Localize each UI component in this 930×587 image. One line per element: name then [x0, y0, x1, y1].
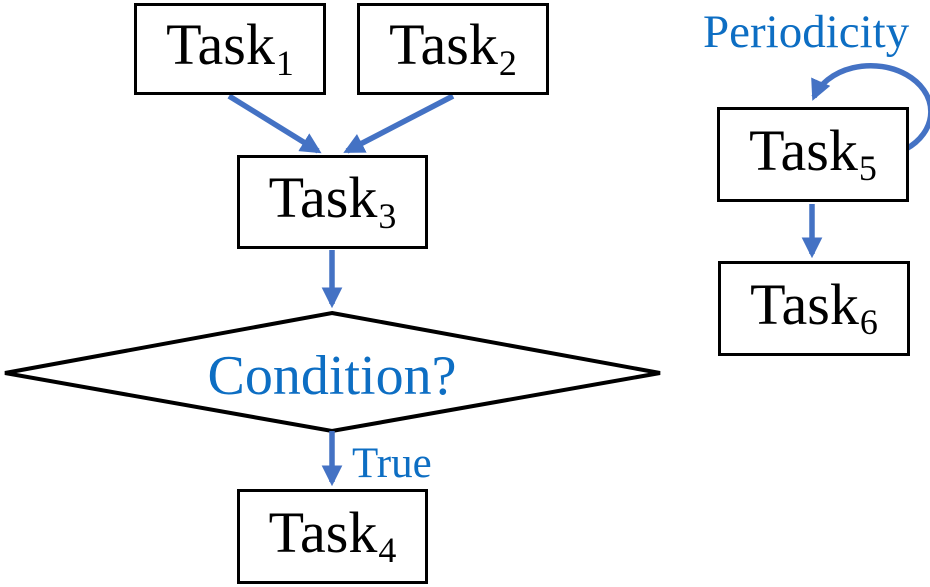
node-task2-subscript: 2: [498, 42, 517, 83]
node-task4-label: Task4: [268, 499, 397, 571]
node-task3-subscript: 3: [378, 195, 397, 236]
node-task6-label: Task6: [750, 271, 878, 343]
node-task2-label: Task2: [389, 12, 517, 83]
node-task4-subscript: 4: [378, 530, 397, 571]
node-task3-label: Task3: [268, 165, 397, 236]
node-task1-label: Task1: [166, 12, 294, 83]
periodicity-label: Periodicity: [703, 6, 910, 58]
node-task5: Task5: [717, 107, 909, 202]
node-task6-subscript: 6: [859, 302, 878, 343]
task5-self-loop-arrow: [811, 63, 930, 152]
node-task1: Task1: [134, 3, 326, 95]
node-task2: Task2: [357, 3, 549, 95]
node-task4: Task4: [237, 489, 428, 584]
node-task5-subscript: 5: [858, 148, 877, 189]
node-task5-label: Task5: [749, 117, 877, 189]
true-branch-label: True: [352, 440, 432, 487]
node-task6: Task6: [718, 261, 910, 356]
condition-label: Condition?: [207, 345, 457, 407]
edge-task2-to-task3-arrow: [343, 93, 455, 154]
node-task3: Task3: [237, 155, 428, 249]
node-task1-subscript: 1: [275, 42, 294, 83]
edge-task1-to-task3-arrow: [227, 93, 322, 154]
